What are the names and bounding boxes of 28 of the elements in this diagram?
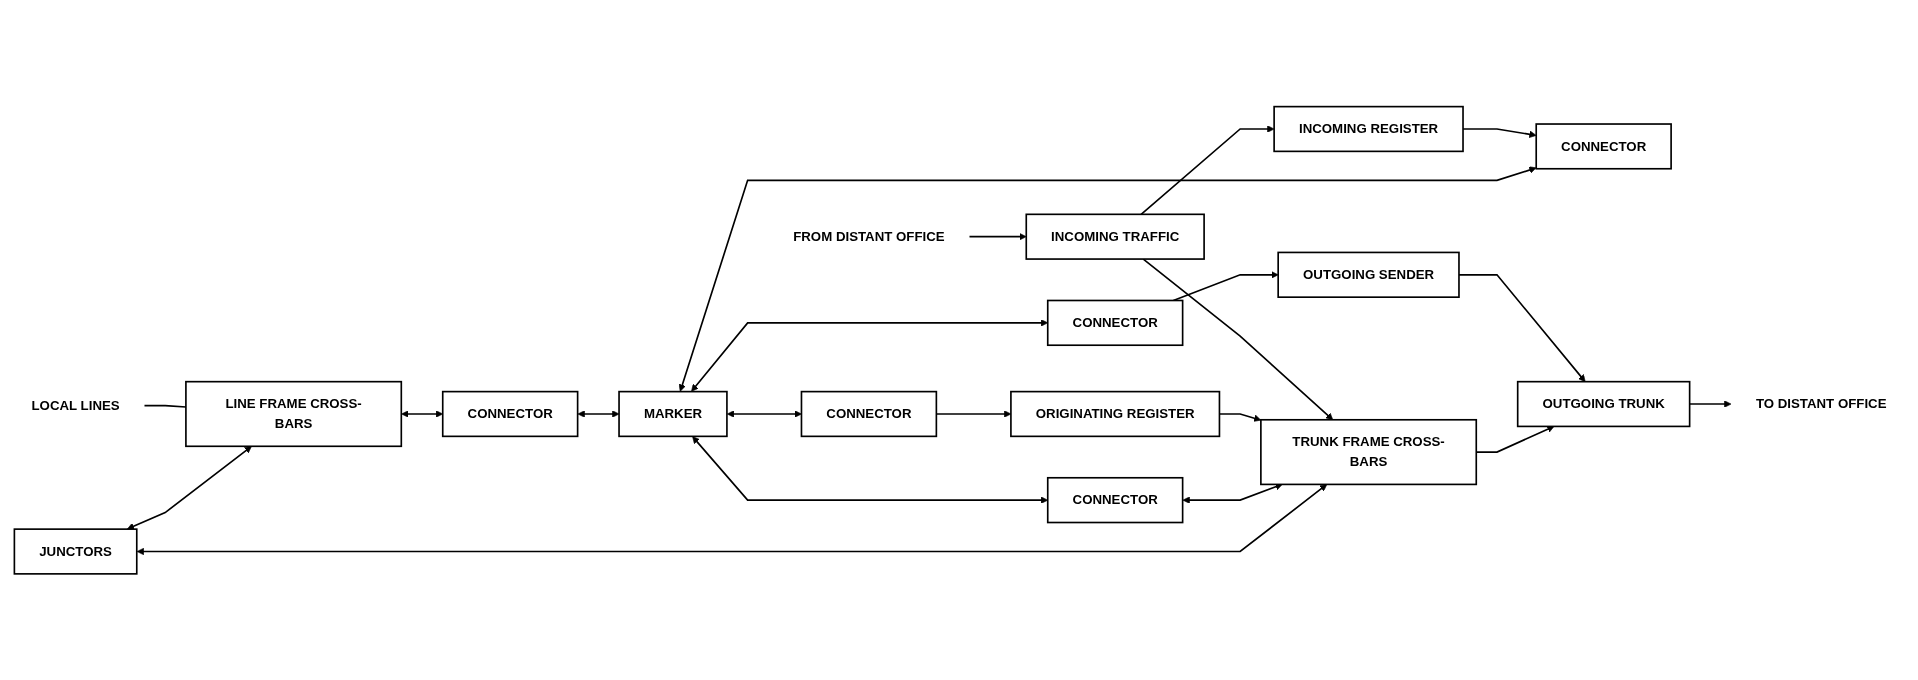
- arrow: [726, 410, 802, 418]
- node-box: ORIGINATING REGISTER: [1010, 390, 1221, 437]
- arrow: [577, 410, 620, 418]
- node-box: INCOMING TRAFFIC: [1025, 213, 1205, 260]
- arrow: [1172, 270, 1279, 302]
- node-box: CONNECTOR: [441, 390, 579, 437]
- arrow: [678, 166, 1537, 392]
- node-box: CONNECTOR: [1046, 476, 1184, 524]
- arrow: [1142, 258, 1334, 420]
- node-box: INCOMING REGISTER: [1273, 105, 1464, 152]
- node-box: OUTGOING SENDER: [1277, 251, 1460, 298]
- node-box: LINE FRAME CROSS-BARS: [185, 380, 403, 447]
- arrow: [1458, 273, 1586, 382]
- node-box: CONNECTOR: [1535, 122, 1672, 170]
- arrow: [1140, 125, 1275, 215]
- arrow: [968, 232, 1027, 241]
- node-text: FROM DISTANT OFFICE: [793, 228, 945, 244]
- node-box: CONNECTOR: [800, 390, 938, 437]
- node-text: LOCAL LINES: [31, 397, 120, 413]
- node-box: OUTGOING TRUNK: [1516, 380, 1691, 427]
- node-box: CONNECTOR: [1046, 299, 1184, 346]
- arrow: [1182, 483, 1283, 504]
- node-box: MARKER: [618, 390, 728, 437]
- node-text: TO DISTANT OFFICE: [1755, 396, 1887, 411]
- node-box: TRUNK FRAME CROSS-BARS: [1260, 418, 1478, 485]
- node-box: JUNCTORS: [13, 528, 138, 575]
- arrow: [127, 445, 252, 530]
- arrow: [136, 483, 1328, 555]
